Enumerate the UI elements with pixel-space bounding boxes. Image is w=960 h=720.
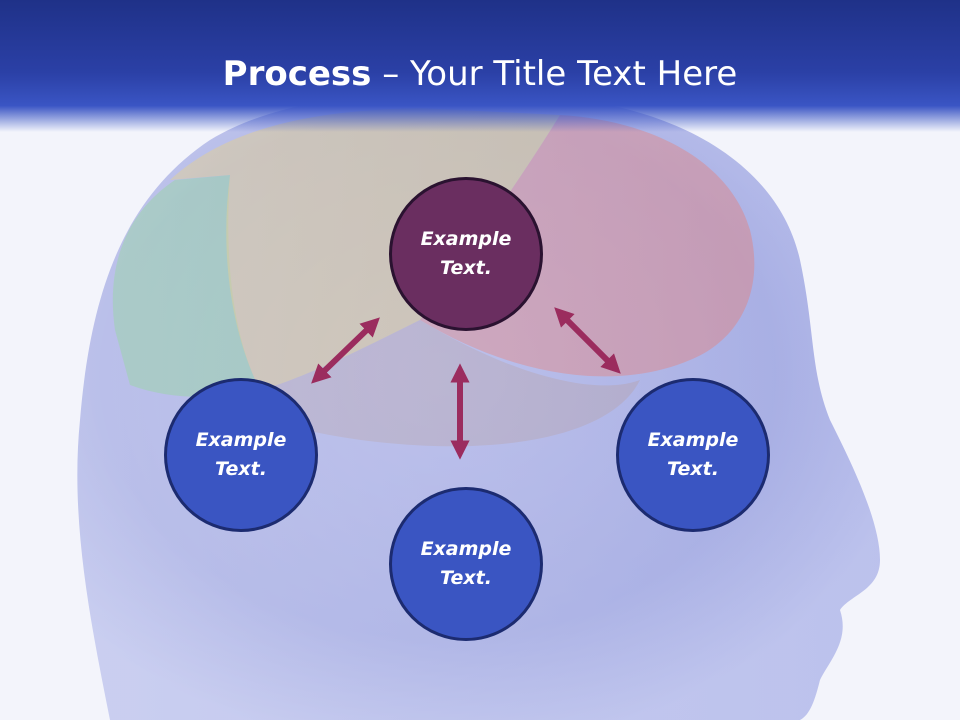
node-right-text: Example Text. [647, 429, 739, 480]
arrow-center-left [311, 317, 380, 384]
arrow-center-right [554, 307, 621, 374]
node-bottom: Example Text. [389, 487, 543, 641]
node-right: Example Text. [616, 378, 770, 532]
node-left-text: Example Text. [195, 429, 287, 480]
title-bold: Process [222, 54, 372, 94]
node-center-text: Example Text. [420, 228, 512, 279]
node-left: Example Text. [164, 378, 318, 532]
node-bottom-text: Example Text. [420, 538, 512, 589]
node-center: Example Text. [389, 177, 543, 331]
title-bar [0, 0, 960, 132]
title-rest: Your Title Text Here [410, 54, 738, 94]
title-separator: – [371, 54, 411, 94]
slide-title: Process – Your Title Text Here [0, 52, 960, 96]
